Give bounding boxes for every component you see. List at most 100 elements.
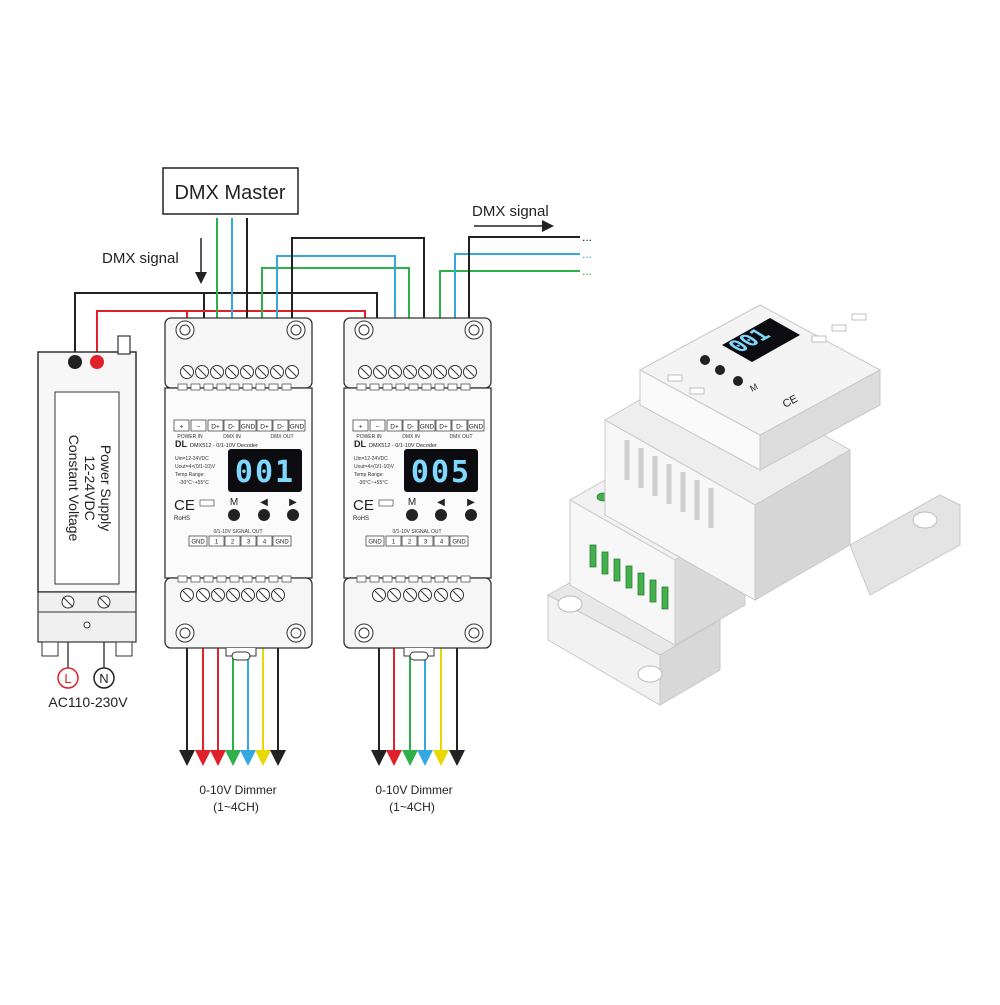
terminal-l: L — [57, 667, 79, 689]
decoder-1-term-label-6: D- — [277, 424, 284, 431]
decoder-2-out-label-3: 3 — [424, 540, 428, 546]
decoder-1-term-label-0: + — [180, 424, 184, 431]
decoder-2-term-label-7: GND — [469, 424, 484, 431]
product-m-label: M — [748, 381, 759, 393]
decoder-1-out-label-4: 4 — [263, 540, 267, 546]
decoder-1-out-label-2: 2 — [231, 540, 235, 546]
decoder-1-term-label-7: GND — [290, 424, 305, 431]
decoder-1-m-label: M — [230, 497, 238, 508]
decoder-2-right-button[interactable] — [465, 509, 477, 521]
decoder-1-m-button[interactable] — [228, 509, 240, 521]
decoder-1-bottom-screws — [180, 588, 285, 602]
dmx-signal-out-label: DMX signal — [472, 203, 549, 220]
decoder-1-out-label-1: 1 — [215, 540, 219, 546]
decoder-2-signal-out-label: 0/1-10V SIGNAL OUT — [393, 529, 442, 535]
decoder-2-rohs-mark: RoHS — [353, 516, 369, 522]
ps-black-terminal — [68, 355, 82, 369]
decoder-2-m-label: M — [408, 497, 416, 508]
decoder-2-display-value: 005 — [411, 455, 471, 490]
decoder-2-group-dmx-in: DMX IN — [402, 434, 420, 440]
svg-text:N: N — [99, 671, 108, 686]
decoder-1-display — [228, 449, 302, 492]
product-button-1[interactable] — [700, 355, 710, 365]
ac-voltage-label: AC110-230V — [48, 694, 128, 710]
decoder-2-out-label-0: GND — [368, 540, 382, 546]
decoder-1-output-label: 0-10V Dimmer — [199, 783, 276, 797]
decoder-1-model: DMX512 - 0/1-10V Decoder — [190, 443, 258, 449]
decoder-1-group-dmx-in: DMX IN — [223, 434, 241, 440]
dmx-master-label: DMX Master — [174, 182, 285, 204]
decoder-2-term-label-4: GND — [420, 424, 435, 431]
decoder-1-signal-out-label: 0/1-10V SIGNAL OUT — [214, 529, 263, 535]
decoder-2-spec3: Temp Range: — [354, 472, 384, 478]
decoder-2-spec2: Uout=4×(0/1-10)V — [354, 464, 395, 470]
decoder-2-model: DMX512 - 0/1-10V Decoder — [369, 443, 437, 449]
decoder-1-left-label: ◀ — [260, 497, 268, 508]
wires — [67, 218, 580, 766]
decoder-1-ce-mark: CE — [174, 497, 195, 514]
decoder-2-out-label-4: 4 — [440, 540, 444, 546]
decoder-1: + − D+ D- GND D+ D- GND POWER IN DMX IN … — [164, 317, 313, 814]
decoder-1-right-label: ▶ — [289, 497, 297, 508]
decoder-1-term-label-5: D+ — [260, 424, 269, 431]
ps-red-terminal — [90, 355, 104, 369]
decoder-1-spec4: -30°C~+55°C — [179, 480, 209, 486]
decoder-2-out-label-2: 2 — [408, 540, 412, 546]
decoder-2-term-label-3: D- — [407, 424, 414, 431]
product-render: 001 M CE — [546, 304, 961, 706]
decoder-1-right-button[interactable] — [287, 509, 299, 521]
terminal-n: N — [93, 667, 115, 689]
decoder-1-group-power: POWER IN — [177, 434, 203, 440]
decoder-2-term-label-1: − — [376, 424, 380, 431]
svg-text:...: ... — [582, 247, 592, 261]
ps-label-line2: 12-24VDC — [82, 455, 98, 520]
decoder-1-output-channels: (1~4CH) — [213, 800, 259, 814]
decoder-2-left-button[interactable] — [435, 509, 447, 521]
decoder-2-term-label-0: + — [359, 424, 363, 431]
ps-label-line3: Constant Voltage — [66, 435, 82, 542]
decoder-1-out-label-3: 3 — [247, 540, 251, 546]
decoder-1-term-label-3: D- — [228, 424, 235, 431]
decoder-2-term-label-6: D- — [456, 424, 463, 431]
decoder-1-top-screws — [180, 365, 299, 379]
decoder-1-spec3: Temp Range: — [175, 472, 205, 478]
decoder-2-term-label-5: D+ — [439, 424, 448, 431]
dmx-signal-in-label: DMX signal — [102, 250, 179, 267]
decoder-1-display-value: 001 — [235, 455, 295, 490]
decoder-1-out-label-0: GND — [191, 540, 205, 546]
dmx-signal-out: DMX signal — [472, 203, 554, 232]
decoder-2-out-label-1: 1 — [392, 540, 396, 546]
decoder-2-ce-mark: CE — [353, 497, 374, 514]
decoder-1-term-label-1: − — [197, 424, 201, 431]
decoder-2-spec4: -30°C~+55°C — [358, 480, 388, 486]
product-button-2[interactable] — [715, 365, 725, 375]
decoder-2-brand: DL — [354, 439, 366, 449]
svg-text:...: ... — [582, 230, 592, 244]
decoder-1-left-button[interactable] — [258, 509, 270, 521]
decoder-2-display — [404, 449, 478, 492]
svg-text:...: ... — [582, 264, 592, 278]
decoder-2: + − D+ D- GND D+ D- GND POWER IN DMX IN … — [343, 317, 492, 814]
decoder-1-group-dmx-out: DMX OUT — [270, 434, 293, 440]
product-button-3[interactable] — [733, 376, 743, 386]
decoder-1-brand: DL — [175, 439, 187, 449]
decoder-2-left-label: ◀ — [437, 497, 445, 508]
decoder-2-right-label: ▶ — [467, 497, 475, 508]
decoder-2-output-channels: (1~4CH) — [389, 800, 435, 814]
decoder-2-spec1: Uin=12-24VDC — [354, 456, 388, 462]
decoder-2-out-label-5: GND — [452, 540, 466, 546]
dmx-master-box: DMX Master — [162, 167, 299, 215]
ps-label-line1: Power Supply — [98, 445, 114, 531]
decoder-1-rohs-mark: RoHS — [174, 516, 190, 522]
svg-text:L: L — [64, 671, 71, 686]
decoder-2-top-screws — [358, 365, 477, 379]
decoder-2-m-button[interactable] — [406, 509, 418, 521]
decoder-1-term-label-4: GND — [241, 424, 256, 431]
decoder-2-group-dmx-out: DMX OUT — [449, 434, 472, 440]
continuation-dots: ... ... ... — [582, 230, 592, 278]
power-supply: Power Supply 12-24VDC Constant Voltage — [37, 335, 137, 657]
decoder-2-output-label: 0-10V Dimmer — [375, 783, 452, 797]
decoder-1-spec2: Uout=4×(0/1-10)V — [175, 464, 216, 470]
